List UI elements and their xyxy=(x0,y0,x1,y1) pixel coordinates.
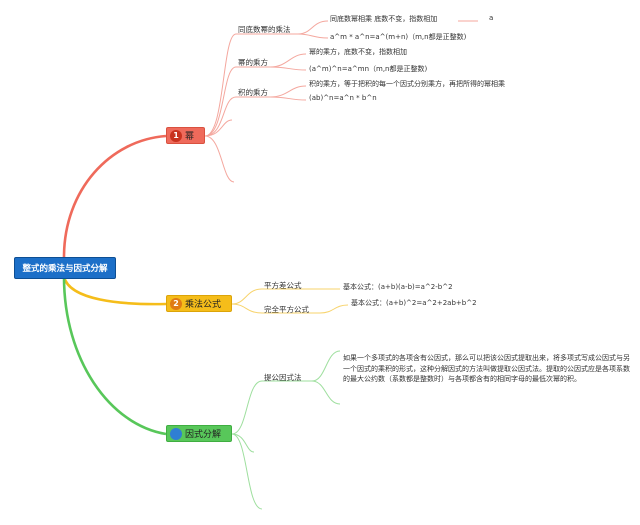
leaf-difference-of-squares: 基本公式：(a+b)(a-b)=a^2-b^2 xyxy=(343,283,453,291)
leaf-same-base-rule: 同底数幂相乘 底数不变，指数相加 xyxy=(330,15,438,23)
topic-same-base-multiplication[interactable]: 同底数幂的乘法 xyxy=(238,25,291,34)
connector-power-to-topic2 xyxy=(204,66,237,137)
branch-formulas-label: 乘法公式 xyxy=(185,300,222,310)
globe-icon xyxy=(170,427,182,440)
topic-power-of-power[interactable]: 幂的乘方 xyxy=(238,58,268,67)
connector-power-empty-bottom xyxy=(204,135,235,183)
root-title: 整式的乘法与因式分解 xyxy=(22,264,108,274)
branch-power[interactable]: 1 幂 xyxy=(166,127,205,144)
topic-common-factor[interactable]: 提公因式法 xyxy=(264,373,302,382)
leaf-power-of-product-rule: 积的乘方，等于把积的每一个因式分别乘方，再把所得的幂相乘 xyxy=(309,80,505,88)
connector-root-to-formulas xyxy=(62,276,167,306)
topic-perfect-square[interactable]: 完全平方公式 xyxy=(264,305,309,314)
leaf-same-base-formula: a^m * a^n=a^(m+n)（m,n都是正整数) xyxy=(330,33,467,41)
badge-one-icon: 1 xyxy=(170,129,182,142)
connector-power-to-topic3 xyxy=(204,96,237,137)
topic-power-of-product[interactable]: 积的乘方 xyxy=(238,88,268,97)
leaf-perfect-square: 基本公式：(a+b)^2=a^2+2ab+b^2 xyxy=(351,299,477,307)
connector-power-to-topic1 xyxy=(204,33,237,137)
leaf-power-of-power-formula: (a^m)^n=a^mn（m,n都是正整数) xyxy=(309,65,428,73)
connector-power-empty-top xyxy=(204,119,233,137)
topic-difference-of-squares[interactable]: 平方差公式 xyxy=(264,281,302,290)
leaf-extra-a: a xyxy=(489,14,494,22)
connector-root-to-factor xyxy=(62,276,167,436)
leaf-power-of-power-rule: 幂的乘方，底数不变，指数相加 xyxy=(309,48,407,56)
branch-multiplication-formulas[interactable]: 2 乘法公式 xyxy=(166,295,232,312)
leaf-common-factor-description: 如果一个多项式的各项含有公因式，那么可以把该公因式提取出来，将多项式写成公因式与… xyxy=(343,354,630,383)
connector-root-to-power xyxy=(62,134,167,258)
branch-power-label: 幂 xyxy=(185,132,195,142)
root-node[interactable]: 整式的乘法与因式分解 xyxy=(14,257,116,279)
branch-factorization[interactable]: 因式分解 xyxy=(166,425,232,442)
branch-factorization-label: 因式分解 xyxy=(185,430,222,440)
leaf-power-of-product-formula: (ab)^n=a^n * b^n xyxy=(309,94,377,102)
badge-two-icon: 2 xyxy=(170,297,182,310)
